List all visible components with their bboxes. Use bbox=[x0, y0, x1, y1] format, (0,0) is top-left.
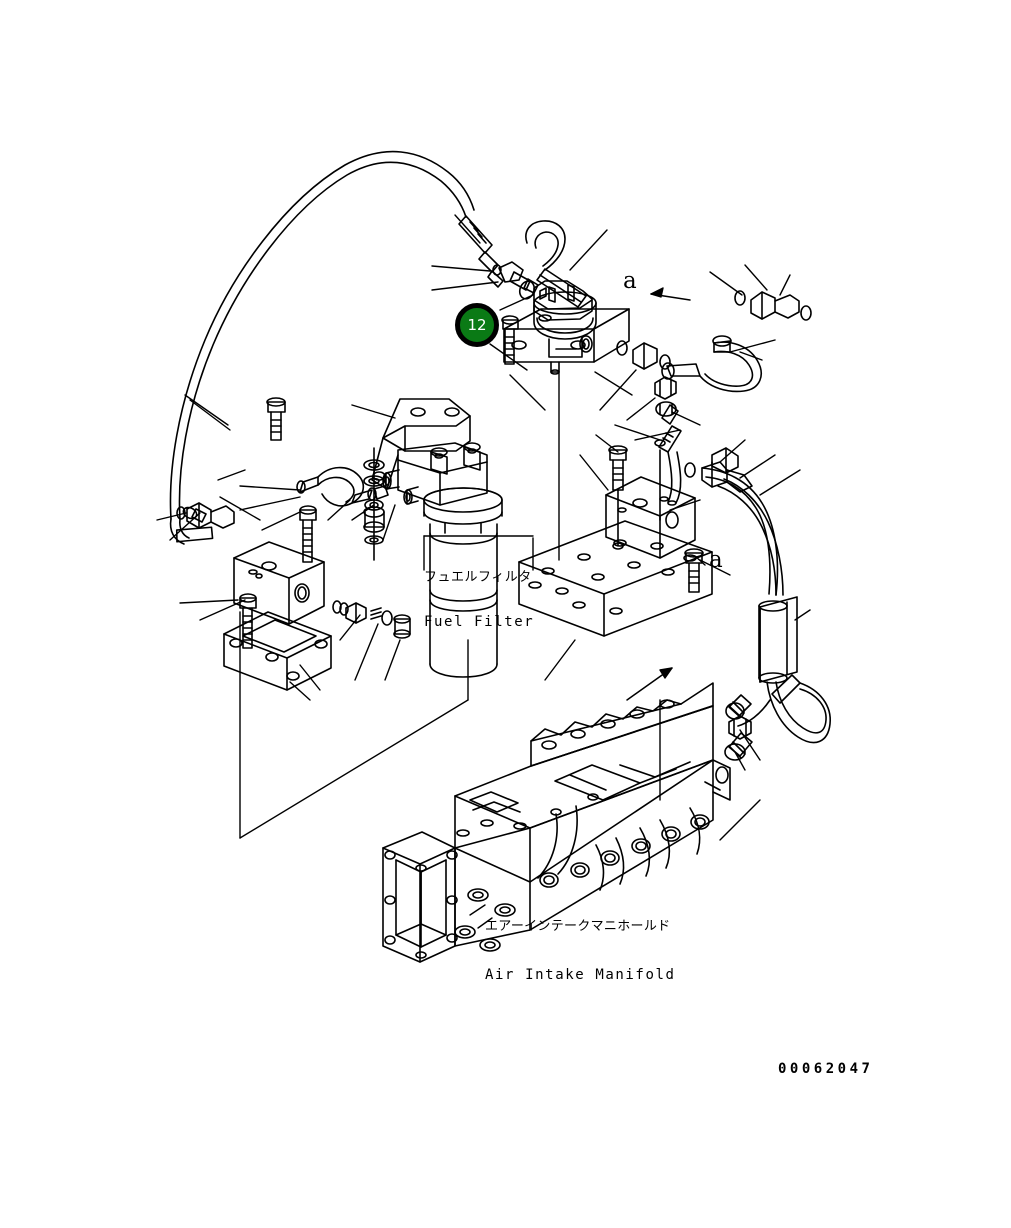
air-intake-manifold-label-jp: エアーインテークマニホールド bbox=[485, 919, 671, 934]
pump-mount-bolt-left bbox=[501, 315, 519, 365]
hose-end-fitting-upper-right bbox=[458, 215, 504, 288]
nut-near-manifold-right bbox=[728, 715, 752, 740]
hose-right-block-upper bbox=[654, 401, 682, 504]
hose-pair-lower-right bbox=[737, 674, 831, 744]
callout-badge-12[interactable]: 12 bbox=[455, 303, 499, 347]
elbow-fitting-pump-left bbox=[492, 261, 539, 294]
leader-lines bbox=[156, 214, 811, 929]
elbow-fitting-left bbox=[176, 502, 235, 529]
sheet-code: 00062047 bbox=[778, 1061, 874, 1077]
fuel-filter-label-en: Fuel Filter bbox=[424, 614, 535, 630]
banjo-bolt-below-pump bbox=[616, 340, 671, 370]
hose-filter-to-left-block bbox=[296, 466, 389, 507]
left-mount-block bbox=[233, 541, 325, 625]
fuel-filter-label: フュエルフィルタ Fuel Filter bbox=[424, 540, 534, 660]
fuel-hose-long-upper bbox=[169, 150, 475, 520]
nut-below-pump bbox=[654, 376, 677, 400]
seal-ring-lower-left bbox=[339, 602, 349, 616]
washer-nut-stack-left bbox=[363, 447, 385, 561]
banjo-end-bottom-1 bbox=[725, 694, 752, 720]
hose-end-fittings-right-upper bbox=[684, 447, 753, 493]
reference-letter-a-upper: a bbox=[623, 268, 637, 294]
fuel-filter-label-jp: フュエルフィルタ bbox=[424, 570, 532, 585]
banjo-fitting-right-of-pump bbox=[734, 290, 812, 321]
small-fitting-right-of-left-block bbox=[332, 600, 411, 639]
air-intake-manifold bbox=[382, 682, 731, 963]
left-block-bolt-upper bbox=[299, 505, 317, 563]
reference-letter-a-lower: a bbox=[709, 547, 723, 573]
right-base-plate bbox=[518, 520, 713, 637]
left-base-plate bbox=[223, 611, 332, 691]
left-block-bolt-lower bbox=[239, 593, 257, 649]
bracket-bolt-top-left bbox=[266, 397, 286, 441]
air-intake-manifold-label-en: Air Intake Manifold bbox=[485, 967, 676, 983]
alignment-pins-right bbox=[612, 449, 661, 550]
return-tube-u-shape bbox=[661, 335, 762, 393]
banjo-end-bottom-2 bbox=[724, 732, 753, 761]
hose-protective-sleeve bbox=[758, 596, 798, 684]
air-intake-manifold-label: エアーインテークマニホールド Air Intake Manifold bbox=[485, 887, 676, 1015]
fuel-filter-assembly bbox=[371, 398, 503, 678]
